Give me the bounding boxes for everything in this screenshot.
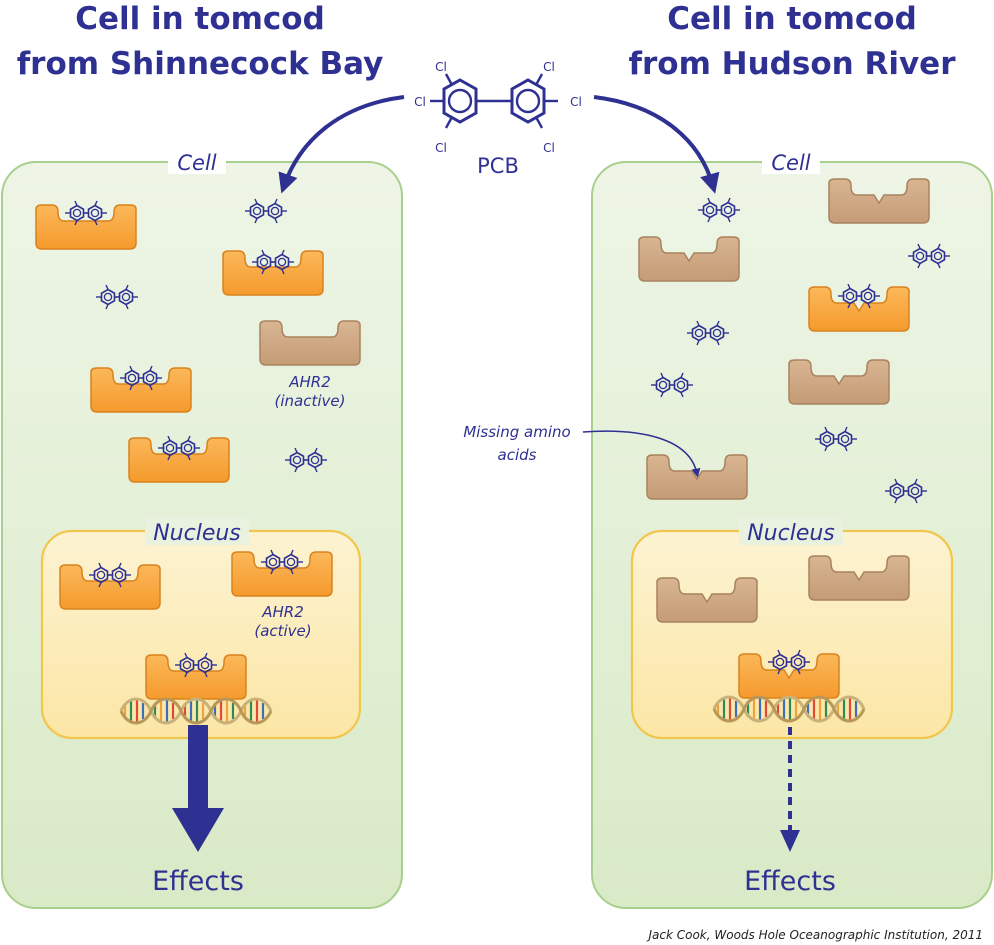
ahr2-inactive-label-2: (inactive) [275, 392, 346, 410]
pcb-cl-top-left: Cl [435, 60, 447, 74]
ahr2-active-label-2: (active) [254, 622, 311, 640]
right-effects-arrow [780, 727, 800, 852]
left-cell-label: Cell [177, 151, 216, 175]
left-title-line1: Cell in tomcod [75, 1, 325, 37]
left-title-line2: from Shinnecock Bay [17, 46, 384, 82]
pcb-cl-bottom-left: Cl [435, 141, 447, 155]
ahr2-inactive-label-1: AHR2 [288, 373, 331, 391]
pcb-molecule: Cl Cl Cl Cl Cl Cl [414, 60, 582, 155]
right-title-line1: Cell in tomcod [667, 1, 917, 37]
left-effects-label: Effects [152, 866, 244, 897]
right-title-line2: from Hudson River [629, 46, 957, 82]
right-cell-label: Cell [771, 151, 810, 175]
missing-amino-arrow [582, 430, 701, 478]
missing-amino-label-1: Missing amino [463, 423, 570, 441]
arrow-to-left-cell [278, 95, 405, 194]
pcb-cl-top-right: Cl [543, 60, 555, 74]
right-effects-label: Effects [744, 866, 836, 897]
ahr2-active-label-1: AHR2 [261, 603, 304, 621]
pcb-label: PCB [477, 154, 519, 178]
left-nucleus-label: Nucleus [153, 521, 241, 546]
pcb-cl-bottom-right: Cl [543, 141, 555, 155]
missing-amino-label-2: acids [498, 446, 537, 464]
pcb-cl-left: Cl [414, 95, 426, 109]
pcb-cl-right: Cl [570, 95, 582, 109]
left-effects-arrow [172, 725, 224, 852]
credit-line: Jack Cook, Woods Hole Oceanographic Inst… [646, 928, 983, 942]
arrow-to-right-cell [593, 95, 720, 194]
right-nucleus-label: Nucleus [747, 521, 835, 546]
